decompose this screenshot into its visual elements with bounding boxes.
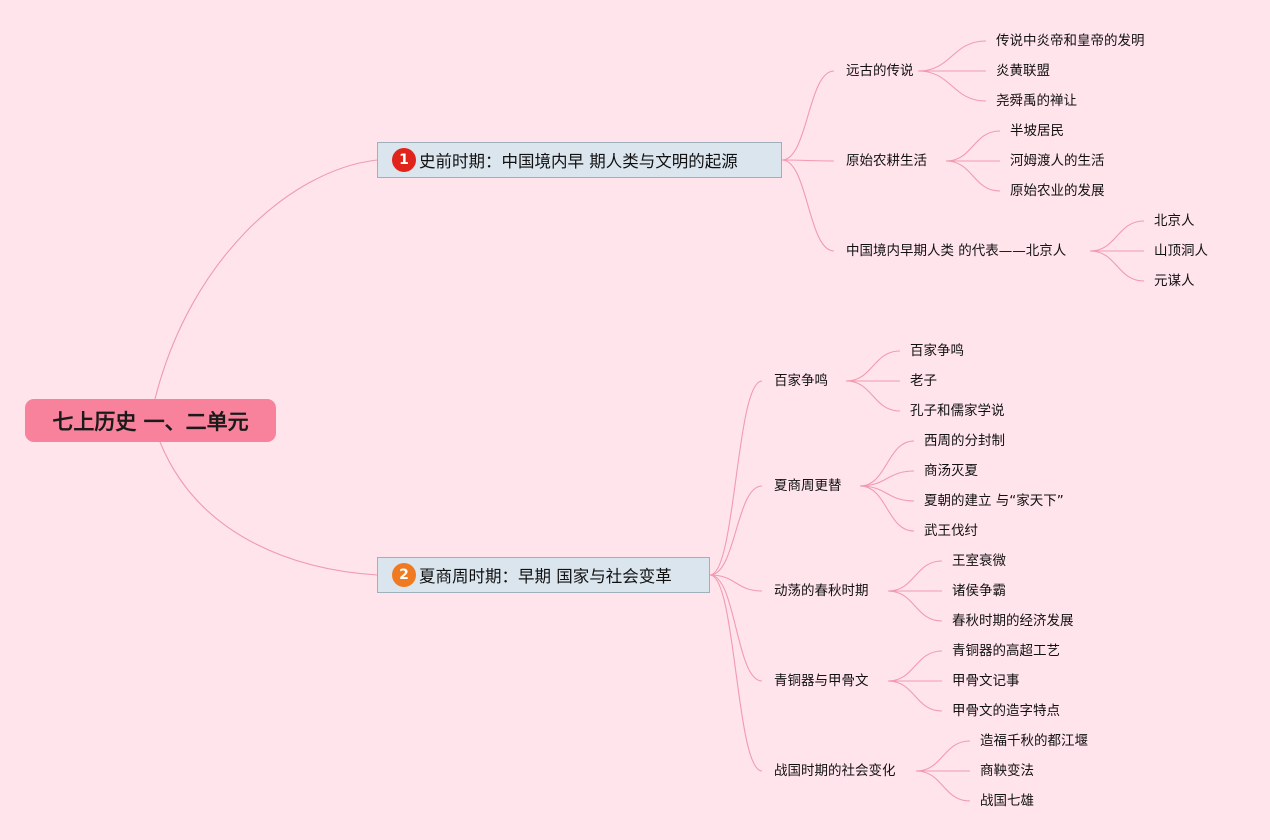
topic-dynasty-change[interactable]: 夏商周更替	[774, 478, 842, 494]
leaf-hundred-schools[interactable]: 百家争鸣	[910, 343, 964, 359]
branch-label: 夏商周时期：早期 国家与社会变革	[419, 567, 672, 586]
leaf-yuanmou-man[interactable]: 元谋人	[1154, 273, 1195, 289]
leaf-yan-huang-alliance[interactable]: 炎黄联盟	[996, 63, 1050, 79]
edge-b2-topic-2-leaf-0	[887, 560, 943, 592]
edge-b2-topic-0-leaf-0	[845, 350, 901, 382]
leaf-primitive-agriculture[interactable]: 原始农业的发展	[1010, 183, 1105, 199]
edge-b1-topic-0	[781, 70, 835, 161]
topic-peking-man[interactable]: 中国境内早期人类 的代表——北京人	[846, 243, 1067, 259]
edge-root-branch-2	[159, 441, 378, 576]
leaf-upper-cave-man[interactable]: 山顶洞人	[1154, 243, 1208, 259]
edge-b2-topic-4-leaf-0	[915, 740, 971, 772]
topic-bronze-oracle[interactable]: 青铜器与甲骨文	[774, 673, 869, 689]
leaf-bronze-craft[interactable]: 青铜器的高超工艺	[952, 643, 1060, 659]
branch-xia-shang-zhou[interactable]: 2 夏商周时期：早期 国家与社会变革	[377, 557, 710, 593]
edge-b2-topic-4	[709, 574, 763, 772]
leaf-oracle-records[interactable]: 甲骨文记事	[952, 673, 1020, 689]
priority-1-icon: 1	[392, 148, 416, 172]
leaf-hegemony[interactable]: 诸侯争霸	[952, 583, 1006, 599]
edge-root-branch-1	[154, 159, 378, 400]
edge-layer	[709, 40, 1145, 802]
edge-b1-topic-2-leaf-2	[1089, 250, 1145, 282]
topic-hundred-schools[interactable]: 百家争鸣	[774, 373, 828, 389]
edge-b2-topic-1-leaf-0	[859, 440, 915, 487]
leaf-legend-inventions[interactable]: 传说中炎帝和皇帝的发明	[996, 33, 1145, 49]
edge-b2-topic-3-leaf-2	[887, 680, 943, 712]
edge-b2-topic-2	[709, 574, 763, 592]
edge-b2-topic-3	[709, 574, 763, 682]
leaf-seven-states[interactable]: 战国七雄	[980, 793, 1034, 809]
leaf-shang-yang-reform[interactable]: 商鞅变法	[980, 763, 1034, 779]
root-label: 七上历史 一、二单元	[52, 409, 249, 434]
branch-label: 史前时期：中国境内早 期人类与文明的起源	[419, 152, 738, 171]
leaf-peking-man[interactable]: 北京人	[1154, 213, 1195, 229]
leaf-shang-destroys-xia[interactable]: 商汤灭夏	[924, 463, 978, 479]
topic-spring-autumn[interactable]: 动荡的春秋时期	[774, 583, 869, 599]
edge-b2-topic-1-leaf-3	[859, 485, 915, 532]
leaf-oracle-characters[interactable]: 甲骨文的造字特点	[952, 703, 1060, 719]
leaf-banpo[interactable]: 半坡居民	[1010, 123, 1064, 139]
edge-b2-topic-1-leaf-1	[859, 470, 915, 487]
edge-b2-topic-0	[709, 380, 763, 576]
edge-b1-topic-2-leaf-0	[1089, 220, 1145, 252]
edge-b2-topic-2-leaf-2	[887, 590, 943, 622]
leaf-laozi[interactable]: 老子	[910, 373, 937, 389]
edge-b2-topic-4-leaf-2	[915, 770, 971, 802]
topic-primitive-farming[interactable]: 原始农耕生活	[846, 153, 927, 169]
edge-b1-topic-1-leaf-2	[945, 160, 1001, 192]
priority-2-icon: 2	[392, 563, 416, 587]
edge-b1-topic-0-leaf-0	[917, 40, 987, 72]
edge-b1-topic-0-leaf-2	[917, 70, 987, 102]
leaf-confucius[interactable]: 孔子和儒家学说	[910, 403, 1005, 419]
branch-prehistory[interactable]: 1 史前时期：中国境内早 期人类与文明的起源	[377, 142, 782, 178]
edge-b2-topic-1-leaf-2	[859, 485, 915, 502]
edge-b1-topic-1	[781, 159, 835, 162]
leaf-dujiangyan[interactable]: 造福千秋的都江堰	[980, 733, 1088, 749]
edge-b1-topic-2	[781, 159, 835, 252]
leaf-enfeoffment[interactable]: 西周的分封制	[924, 433, 1005, 449]
leaf-royal-decline[interactable]: 王室衰微	[952, 553, 1006, 569]
leaf-hemudu[interactable]: 河姆渡人的生活	[1010, 153, 1105, 169]
edge-b2-topic-1	[709, 485, 763, 576]
leaf-xia-founding[interactable]: 夏朝的建立 与“家天下”	[924, 493, 1064, 509]
edge-b2-topic-0-leaf-2	[845, 380, 901, 412]
edge-b2-topic-3-leaf-0	[887, 650, 943, 682]
leaf-abdication[interactable]: 尧舜禹的禅让	[996, 93, 1077, 109]
root-node[interactable]: 七上历史 一、二单元	[25, 399, 276, 442]
topic-warring-states[interactable]: 战国时期的社会变化	[774, 763, 896, 779]
leaf-economy[interactable]: 春秋时期的经济发展	[952, 613, 1074, 629]
leaf-king-wu[interactable]: 武王伐纣	[924, 523, 978, 539]
edge-b1-topic-1-leaf-0	[945, 130, 1001, 162]
topic-ancient-legends[interactable]: 远古的传说	[846, 63, 914, 79]
